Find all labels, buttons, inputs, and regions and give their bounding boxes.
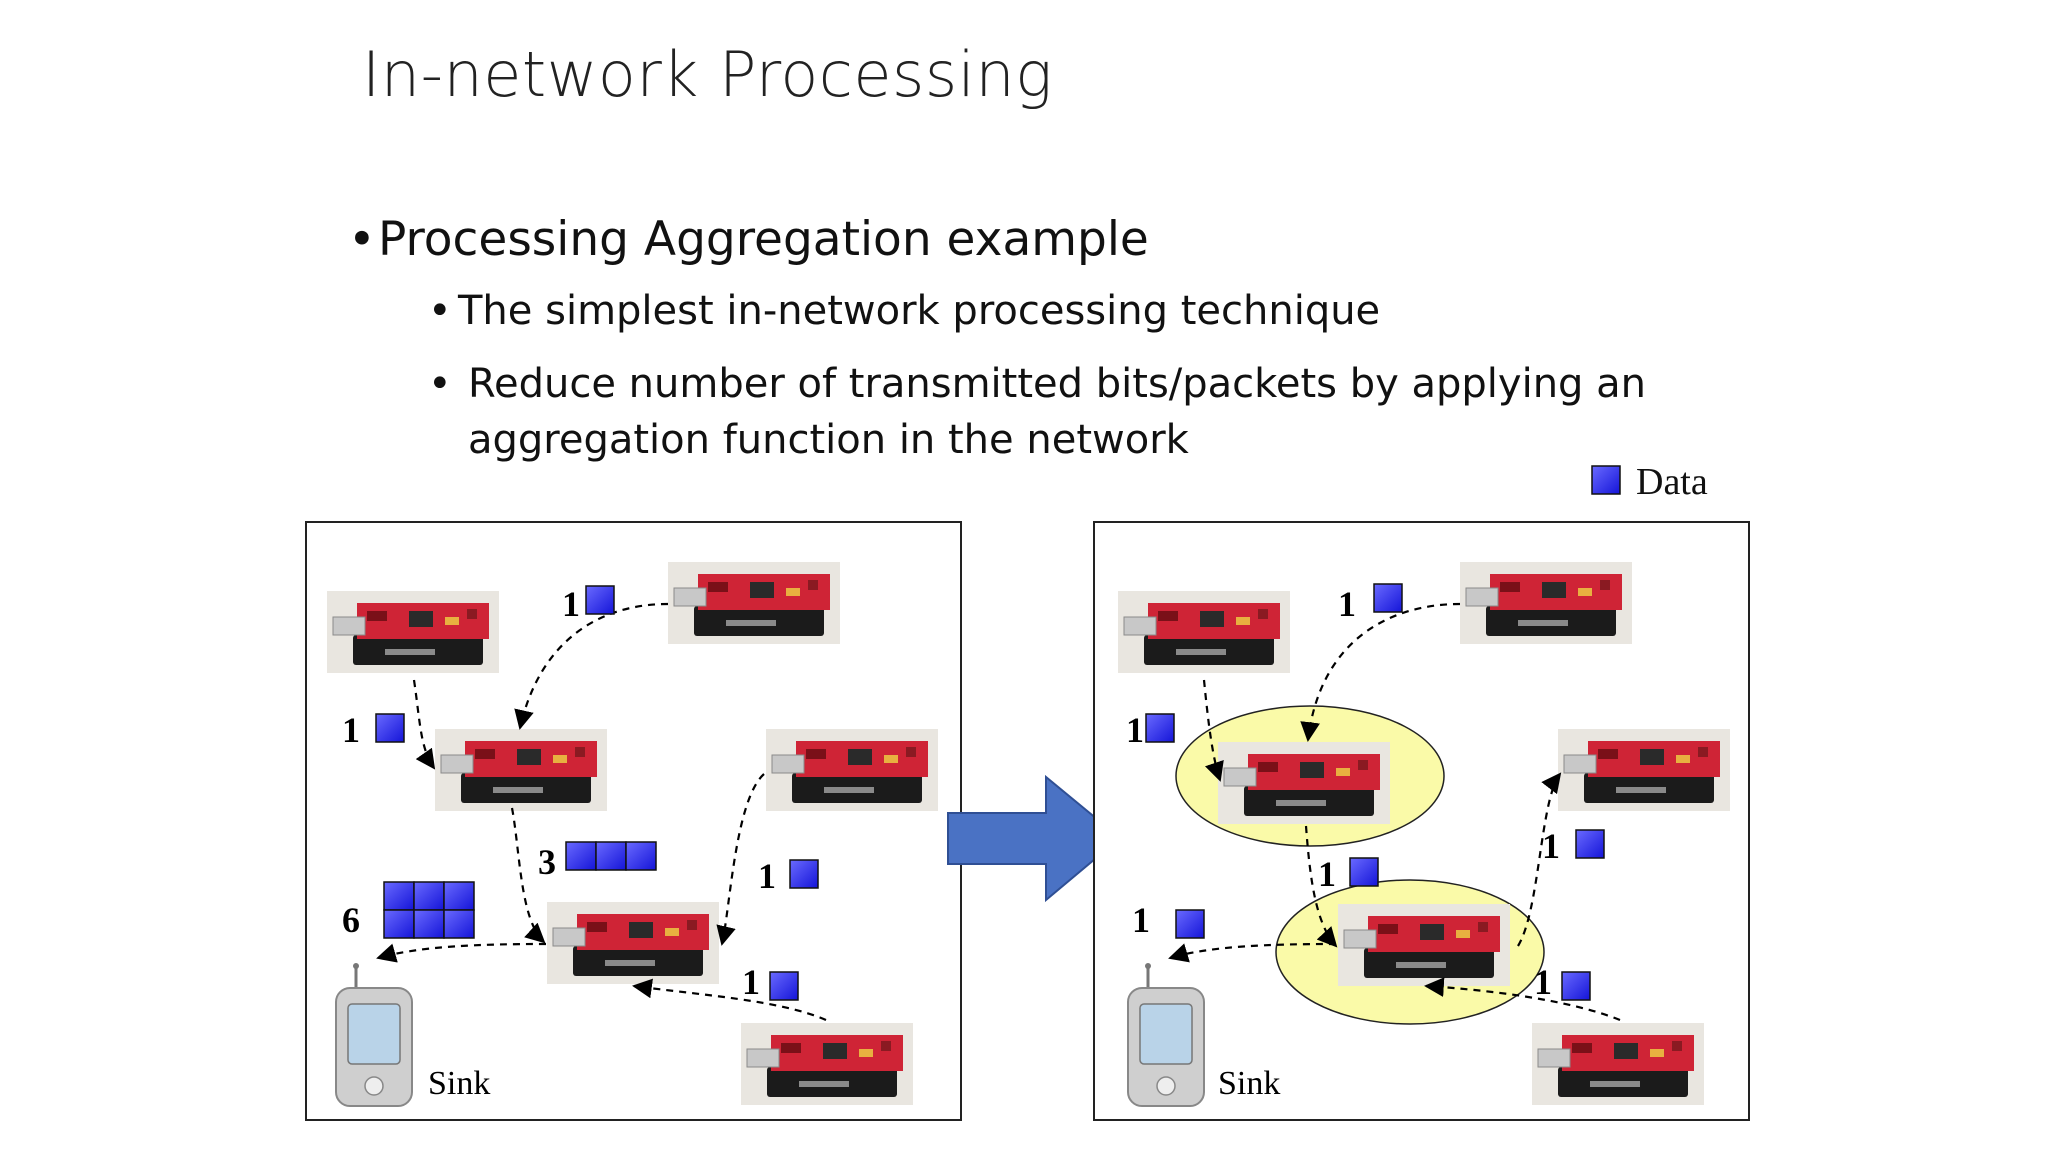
- count-label: 1: [1318, 854, 1336, 894]
- bullet-dot: •: [428, 288, 452, 334]
- sensor-node: [740, 1022, 914, 1106]
- count-label: 1: [342, 710, 360, 750]
- flow-arrow: [510, 807, 546, 944]
- data-block: [383, 881, 415, 911]
- right-panel: 1 1 1 1 1 1 Sink: [1093, 521, 1750, 1121]
- data-block: [1175, 909, 1205, 939]
- sensor-node: [667, 561, 841, 645]
- data-block: [413, 881, 445, 911]
- sink-label: Sink: [428, 1065, 490, 1102]
- count-label: 3: [538, 842, 556, 882]
- sink-device-icon: [335, 963, 413, 1107]
- sink-label: Sink: [1218, 1065, 1280, 1102]
- data-block: [383, 909, 415, 939]
- sink-device-icon: [1127, 963, 1205, 1107]
- data-block: [1145, 713, 1175, 743]
- data-block: [625, 841, 657, 871]
- data-block: [769, 971, 799, 1001]
- main-bullet: •Processing Aggregation example: [348, 212, 1149, 267]
- legend-label: Data: [1636, 461, 1708, 503]
- count-label: 1: [1126, 710, 1144, 750]
- sensor-node: [1557, 728, 1731, 812]
- slide-title: In-network Processing: [362, 38, 1053, 111]
- sub-bullet-2-text: Reduce number of transmitted bits/packet…: [468, 361, 1647, 463]
- flow-arrow: [1300, 602, 1461, 742]
- flow-arrow: [632, 978, 827, 1022]
- legend-data-swatch: [1591, 465, 1621, 495]
- count-label: 1: [1542, 826, 1560, 866]
- sensor-node: [1337, 903, 1511, 987]
- main-bullet-text: Processing Aggregation example: [378, 212, 1149, 267]
- sub-bullet-1: •The simplest in-network processing tech…: [428, 288, 1380, 334]
- count-label: 1: [742, 962, 760, 1002]
- data-block: [595, 841, 627, 871]
- left-panel: 1 1 3 6 1 1 Sink: [305, 521, 962, 1121]
- sub-bullet-1-text: The simplest in-network processing techn…: [458, 288, 1381, 334]
- bullet-dot: •: [348, 212, 376, 267]
- count-label: 6: [342, 900, 360, 940]
- sensor-node: [434, 728, 608, 812]
- flow-arrow: [1517, 772, 1562, 947]
- sensor-node: [1459, 561, 1633, 645]
- data-block: [585, 585, 615, 615]
- flow-arrow: [1202, 679, 1224, 782]
- count-label: 1: [1132, 900, 1150, 940]
- data-block: [1349, 857, 1379, 887]
- count-label: 1: [758, 856, 776, 896]
- data-block: [789, 859, 819, 889]
- sub-bullet-2: • Reduce number of transmitted bits/packe…: [428, 356, 1788, 468]
- sensor-node: [1117, 590, 1291, 674]
- transition-arrow-icon: [947, 774, 1122, 903]
- flow-arrow: [1304, 825, 1338, 948]
- count-label: 1: [1338, 584, 1356, 624]
- data-block: [443, 909, 475, 939]
- data-block: [1373, 583, 1403, 613]
- count-label: 1: [1534, 962, 1552, 1002]
- bullet-dot: •: [428, 361, 452, 407]
- sensor-node: [546, 901, 720, 985]
- data-block: [375, 713, 405, 743]
- flow-arrow: [376, 942, 547, 963]
- count-label: 1: [562, 584, 580, 624]
- flow-arrow: [1168, 942, 1337, 963]
- flow-arrow: [1424, 977, 1621, 1022]
- data-block: [443, 881, 475, 911]
- data-block: [413, 909, 445, 939]
- data-block: [565, 841, 597, 871]
- data-block: [1575, 829, 1605, 859]
- data-block: [1561, 971, 1591, 1001]
- sensor-node: [1531, 1022, 1705, 1106]
- sensor-node: [765, 728, 939, 812]
- flow-arrow: [412, 679, 436, 770]
- flow-arrow: [716, 773, 765, 946]
- sensor-node: [1217, 741, 1391, 825]
- sensor-node: [326, 590, 500, 674]
